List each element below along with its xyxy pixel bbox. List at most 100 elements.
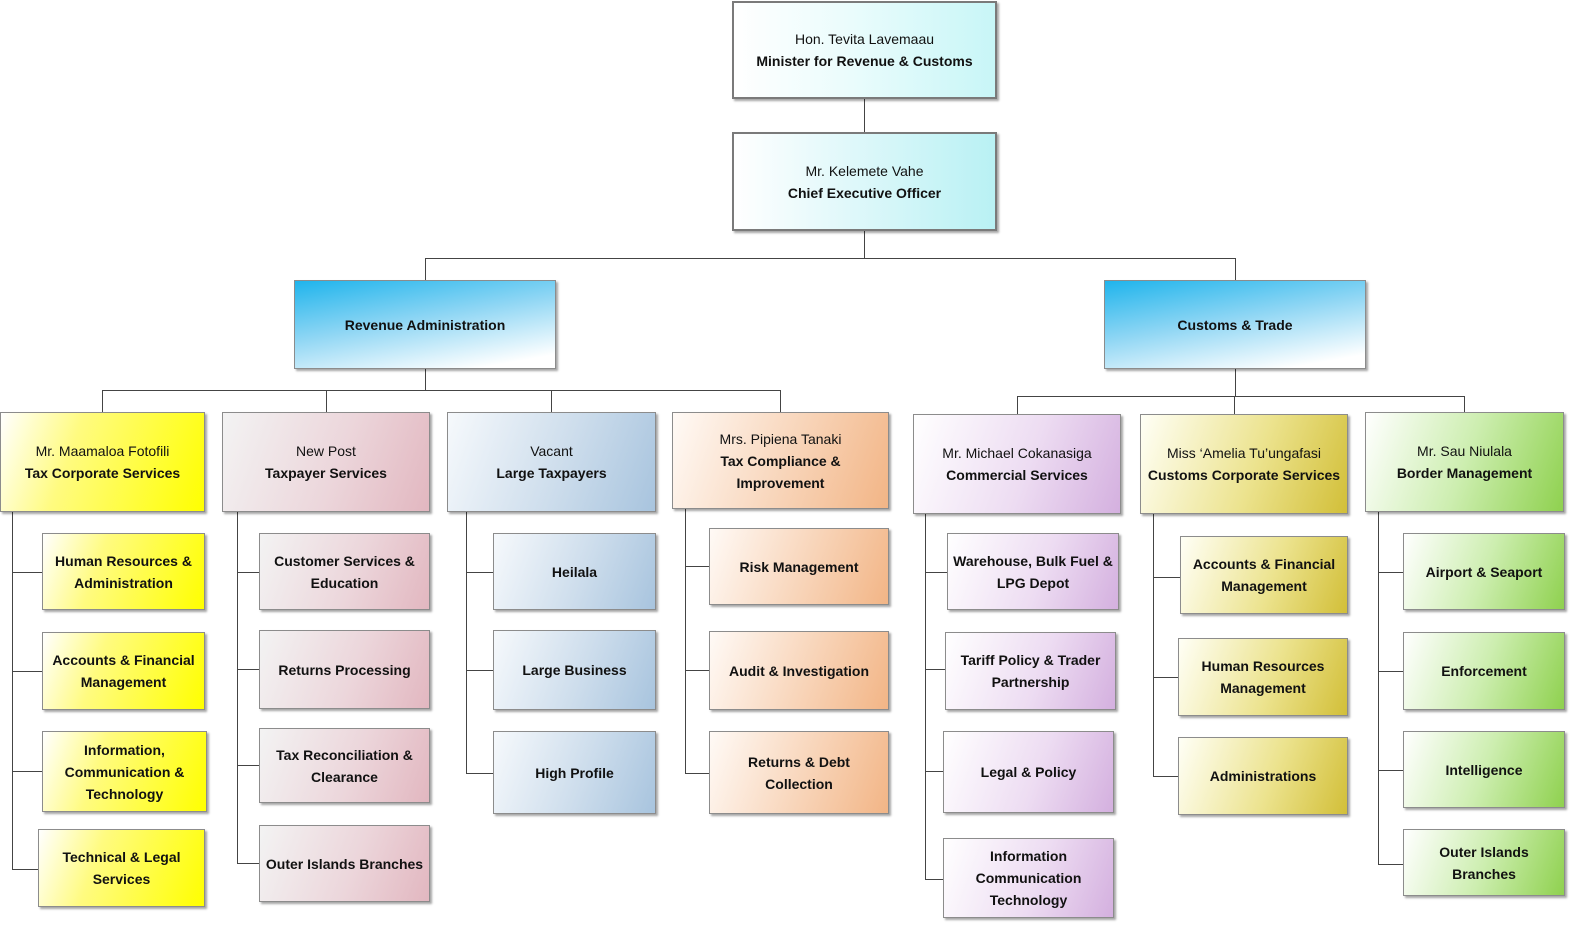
unit-tax-compliance-improvement: Mrs. Pipiena Tanaki Tax Compliance & Imp… <box>672 412 889 509</box>
unit-taxpayer-services: New Post Taxpayer Services <box>222 412 430 512</box>
minister-name: Hon. Tevita Lavemaau <box>794 31 935 47</box>
unit-large-taxpayers: Vacant Large Taxpayers <box>447 412 656 512</box>
connector <box>1153 577 1180 578</box>
subunit-label: Human Resources & Administration <box>55 552 192 591</box>
subunit-box: Information Communication Technology <box>943 838 1114 918</box>
connector <box>864 98 865 132</box>
connector <box>466 773 493 774</box>
connector <box>466 670 493 671</box>
connector <box>102 390 781 391</box>
unit-head-name: New Post <box>296 443 356 459</box>
connector <box>326 390 327 412</box>
division-revenue-administration: Revenue Administration <box>294 280 556 369</box>
connector <box>1378 511 1379 864</box>
subunit-box: Customer Services & Education <box>259 533 430 610</box>
connector <box>1153 677 1178 678</box>
subunit-label: Accounts & Financial Management <box>1192 556 1336 594</box>
subunit-label: High Profile <box>535 764 614 781</box>
connector <box>1378 671 1403 672</box>
unit-head-name: Mr. Sau Niulala <box>1417 443 1512 459</box>
connector <box>1235 368 1236 396</box>
connector <box>685 773 709 774</box>
connector <box>1378 572 1403 573</box>
connector <box>102 390 103 412</box>
connector <box>1378 864 1403 865</box>
connector <box>1378 770 1403 771</box>
subunit-box: Administrations <box>1178 737 1348 815</box>
subunit-label: Returns Processing <box>278 661 411 678</box>
subunit-box: Airport & Seaport <box>1403 533 1565 610</box>
subunit-label: Intelligence <box>1445 761 1523 778</box>
subunit-label: Enforcement <box>1441 663 1527 679</box>
ceo-box: Mr. Kelemete Vahe Chief Executive Office… <box>732 132 997 231</box>
connector <box>685 508 686 773</box>
subunit-label: Customer Services & Education <box>274 552 415 591</box>
subunit-label: Human Resources Management <box>1201 658 1325 696</box>
unit-head-name: Mr. Maamaloa Fotofili <box>35 443 170 459</box>
subunit-label: Information Communication Technology <box>975 848 1082 908</box>
connector <box>925 879 943 880</box>
connector <box>12 771 42 772</box>
subunit-box: Risk Management <box>709 528 889 605</box>
subunit-label: Audit & Investigation <box>729 662 869 679</box>
ceo-title: Chief Executive Officer <box>787 184 942 201</box>
subunit-box: Technical & Legal Services <box>38 829 205 907</box>
subunit-box: Tax Reconciliation & Clearance <box>259 728 430 803</box>
connector <box>12 671 42 672</box>
connector <box>425 258 1236 259</box>
subunit-label: Heilala <box>551 563 598 580</box>
subunit-label: Technical & Legal Services <box>62 849 181 887</box>
connector <box>237 765 259 766</box>
connector <box>1234 396 1235 414</box>
subunit-label: Risk Management <box>739 558 859 575</box>
connector <box>685 566 709 567</box>
connector <box>1017 396 1018 414</box>
connector <box>925 572 947 573</box>
unit-title: Tax Corporate Services <box>24 465 181 481</box>
subunit-label: Warehouse, Bulk Fuel & LPG Depot <box>953 552 1113 591</box>
division-title: Revenue Administration <box>344 316 506 333</box>
subunit-box: Audit & Investigation <box>709 631 889 710</box>
connector <box>685 670 709 671</box>
subunit-label: Airport & Seaport <box>1425 563 1543 580</box>
unit-title: Tax Compliance & Improvement <box>720 452 841 491</box>
unit-commercial-services: Mr. Michael Cokanasiga Commercial Servic… <box>913 414 1121 514</box>
subunit-box: Accounts & Financial Management <box>42 632 205 710</box>
connector <box>12 869 38 870</box>
division-customs-trade: Customs & Trade <box>1104 280 1366 369</box>
connector <box>1153 776 1178 777</box>
subunit-box: Outer Islands Branches <box>259 825 430 902</box>
subunit-box: Outer Islands Branches <box>1403 829 1565 896</box>
connector <box>237 572 259 573</box>
connector <box>925 771 943 772</box>
unit-head-name: Mr. Michael Cokanasiga <box>942 445 1092 461</box>
connector <box>551 390 552 412</box>
connector <box>466 511 467 773</box>
connector <box>1153 513 1154 776</box>
subunit-box: Large Business <box>493 630 656 710</box>
subunit-box: Returns & Debt Collection <box>709 731 889 814</box>
subunit-label: Information, Communication & Technology <box>64 741 185 802</box>
subunit-box: Human Resources Management <box>1178 638 1348 716</box>
connector <box>466 572 493 573</box>
subunit-label: Large Business <box>522 662 627 678</box>
connector <box>12 511 13 869</box>
subunit-box: Tariff Policy & Trader Partnership <box>945 632 1116 710</box>
subunit-label: Tax Reconciliation & Clearance <box>276 746 413 785</box>
ceo-name: Mr. Kelemete Vahe <box>805 162 924 179</box>
unit-title: Customs Corporate Services <box>1147 467 1341 483</box>
unit-head-name: Miss ‘Amelia Tu’ungafasi <box>1166 445 1322 461</box>
unit-head-name: Vacant <box>530 443 573 459</box>
subunit-label: Legal & Policy <box>980 764 1077 780</box>
unit-border-management: Mr. Sau Niulala Border Management <box>1365 412 1564 512</box>
connector <box>925 669 945 670</box>
subunit-box: Intelligence <box>1403 731 1565 808</box>
subunit-box: Enforcement <box>1403 632 1565 710</box>
connector <box>925 513 926 879</box>
minister-title: Minister for Revenue & Customs <box>756 53 973 69</box>
unit-title: Commercial Services <box>946 467 1088 483</box>
division-title: Customs & Trade <box>1177 316 1293 333</box>
unit-title: Taxpayer Services <box>265 465 387 481</box>
subunit-label: Administrations <box>1209 768 1317 784</box>
subunit-label: Outer Islands Branches <box>265 855 424 872</box>
